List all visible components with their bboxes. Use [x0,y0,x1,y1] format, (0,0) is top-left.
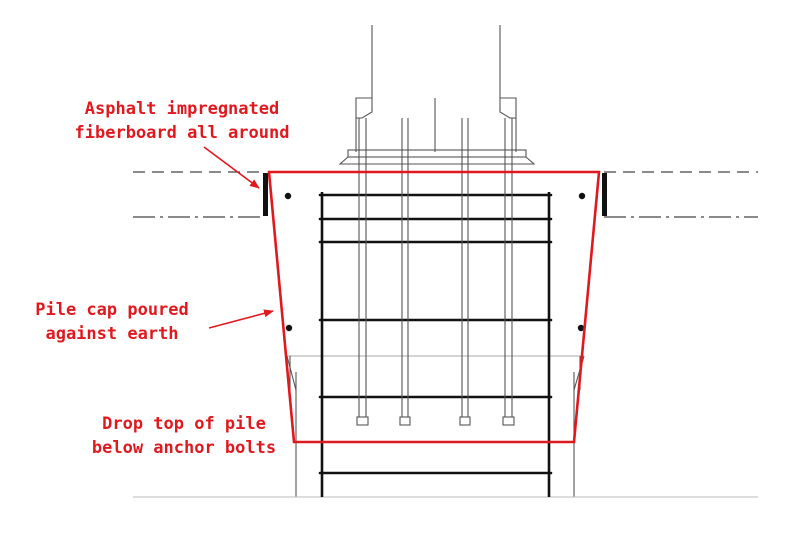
leader-arrows [203,146,274,329]
column-base [338,25,536,165]
fiberboard-left [263,173,268,216]
pile-cap-leader [208,309,274,329]
anchor-bolt-3 [459,118,471,426]
anchor-bolt-4 [502,118,515,426]
fiberboard-right [602,173,607,216]
pile-cap-annotation-line-1: Pile cap poured [35,300,189,320]
fiberboard-leader [203,146,260,189]
fiberboard-annotation-line-1: Asphalt impregnated [84,99,280,119]
fiberboard-strips [263,173,607,216]
vertical-rebar [320,192,551,497]
pile-cap-outline [267,170,601,444]
pile-cap-annotation: Pile cap poured against earth [14,298,210,346]
horizontal-ties [318,193,553,475]
fiberboard-annotation: Asphalt impregnated fiberboard all aroun… [52,97,312,145]
anchor-bolt-1 [356,118,369,426]
drop-top-annotation: Drop top of pile below anchor bolts [64,412,304,460]
slab-dashed-lines [133,171,758,218]
fiberboard-annotation-line-2: fiberboard all around [74,123,290,143]
drop-top-annotation-line-1: Drop top of pile [102,414,266,434]
anchor-bolts [356,118,515,426]
pile-cap-annotation-line-2: against earth [45,324,179,344]
anchor-bolt-2 [399,118,411,426]
drop-top-annotation-line-2: below anchor bolts [91,438,277,458]
corner-bars [284,192,586,332]
